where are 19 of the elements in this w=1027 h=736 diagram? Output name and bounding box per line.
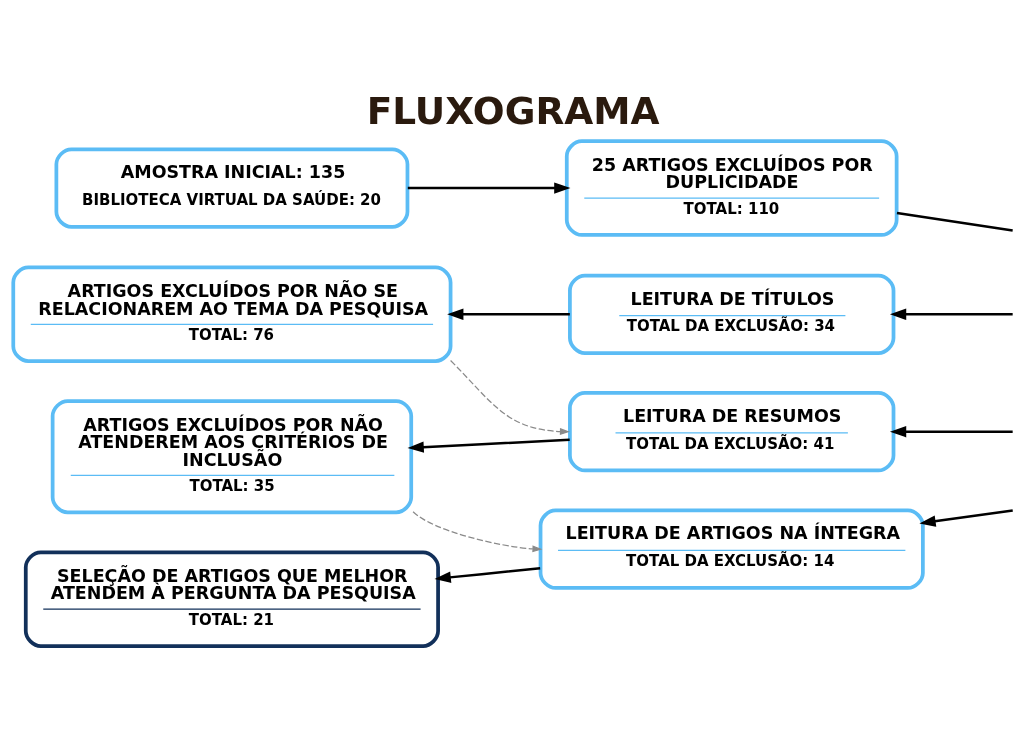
node-box: LEITURA DE TÍTULOS TOTAL DA EXCLUSÃO: 34 (568, 273, 896, 355)
arrow (434, 567, 541, 583)
node-box: AMOSTRA INICIAL: 135 BIBLIOTECA VIRTUAL DA SAÚDE: 20 (54, 147, 410, 229)
node-box: 25 ARTIGOS EXCLUÍDOS POR DUPLICIDADE TOTAL: 110 (564, 139, 899, 237)
diagram-title: FLUXOGRAMA (366, 88, 660, 133)
arrow (889, 308, 1013, 320)
arrow (447, 308, 570, 320)
arrow (412, 511, 543, 553)
node-box: ARTIGOS EXCLUÍDOS POR NÃO SE RELACIONAREM AO TEMA DA PESQUISA TOTAL: 76 (11, 265, 453, 363)
node-box: LEITURA DE ARTIGOS NA ÍNTEGRA TOTAL DA EXCLUSÃO: 14 (538, 508, 925, 590)
arrow (407, 182, 571, 194)
arrow (919, 509, 1013, 527)
arrow (407, 438, 570, 453)
node-box: LEITURA DE RESUMOS TOTAL DA EXCLUSÃO: 41 (568, 391, 896, 473)
node-box: ARTIGOS EXCLUÍDOS POR NÃO ATENDEREM AOS CRITÉRIOS DE INCLUSÃO TOTAL: 35 (50, 399, 414, 515)
arrow (449, 359, 570, 436)
node-box: SELEÇÃO DE ARTIGOS QUE MELHOR ATENDEM À PERGUNTA DA PESQUISA TOTAL: 21 (23, 550, 440, 648)
connector (896, 211, 1013, 232)
arrow (889, 426, 1013, 438)
